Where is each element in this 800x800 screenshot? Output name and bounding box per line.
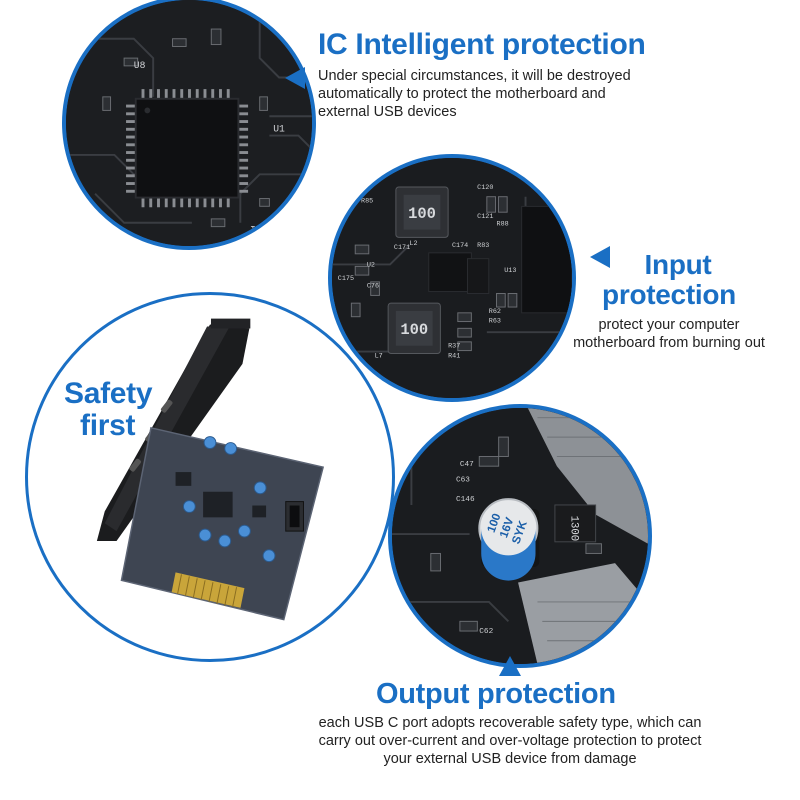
label-r85: R85 (361, 198, 373, 206)
label-x1: IX (250, 224, 262, 235)
ic-pointer-arrow (285, 67, 305, 89)
safety-card-circle (25, 292, 395, 662)
regulator-chip (428, 252, 472, 293)
controller-chip (203, 491, 233, 518)
input-desc-line: motherboard from burning out (573, 335, 765, 351)
ic-chip-illustration: U8 C40 IX U1 (66, 0, 312, 246)
ic-chip-closeup: U8 C40 IX U1 (62, 0, 316, 250)
label-c146: C146 (456, 496, 475, 504)
label-l2: L2 (409, 240, 417, 248)
label-c47: C47 (460, 461, 474, 469)
input-title-line: protection (602, 279, 736, 310)
label-c121: C121 (477, 213, 493, 221)
label-1300: 1300 (567, 516, 579, 542)
input-pcb-illustration: 100 100 C171 C174 C175 C76 R85 U1 (332, 158, 572, 398)
ic-chip (134, 97, 240, 199)
ic-desc-line: external USB devices (318, 104, 457, 120)
label-r83: R83 (477, 242, 489, 250)
input-desc-line: protect your computer (598, 317, 740, 333)
pcie-card-illustration (96, 318, 325, 621)
usb-c-port (129, 458, 142, 472)
ic-description: Under special circumstances, it will be … (318, 67, 631, 121)
cap-label-line1: 100 (485, 512, 504, 535)
inductor-bottom-label: 100 (400, 321, 428, 339)
label-r88: R88 (497, 221, 509, 229)
label-u13: U13 (504, 267, 516, 275)
output-title: Output protection (376, 678, 616, 710)
label-c175: C175 (338, 275, 354, 283)
pcb-board (120, 426, 325, 621)
output-pcb-illustration: 1300 100 16V SYK C47 C63 C146 C62 (392, 408, 648, 664)
label-r41: R41 (448, 352, 460, 360)
label-r62: R62 (489, 308, 501, 316)
safety-title: Safety first (64, 377, 153, 442)
safety-title-line: Safety (64, 377, 153, 410)
label-u8: U8 (134, 60, 146, 71)
input-title-line: Input (644, 249, 712, 280)
input-title: Input protection (584, 250, 754, 310)
usb-c-port (160, 399, 173, 413)
ic-title: IC Intelligent protection (318, 28, 646, 61)
output-desc-line: carry out over-current and over-voltage … (318, 733, 702, 749)
input-description: protect your computer motherboard from b… (556, 316, 782, 352)
input-pointer-arrow (590, 246, 610, 268)
label-c40: C40 (70, 175, 82, 194)
output-desc-line: your external USB device from damage (383, 751, 637, 767)
label-c174: C174 (452, 242, 468, 250)
safety-title-line: first (80, 409, 136, 442)
output-pointer-arrow (499, 656, 521, 676)
label-u2: U2 (367, 261, 375, 269)
output-description: each USB C port adopts recoverable safet… (300, 714, 720, 768)
label-r37: R37 (448, 343, 460, 351)
label-c171: C171 (394, 244, 410, 252)
label-c62: C62 (479, 628, 493, 636)
label-c120: C120 (477, 184, 493, 192)
label-c63: C63 (456, 477, 470, 485)
ic-desc-line: Under special circumstances, it will be … (318, 68, 631, 84)
label-l7: L7 (375, 352, 383, 360)
output-desc-line: each USB C port adopts recoverable safet… (318, 715, 702, 731)
output-protection-closeup: 1300 100 16V SYK C47 C63 C146 C62 (388, 404, 652, 668)
inductor-top-label: 100 (408, 205, 436, 223)
label-r63: R63 (489, 318, 501, 326)
ic-desc-line: automatically to protect the motherboard… (318, 86, 606, 102)
label-c76: C76 (367, 283, 379, 291)
label-u1: U1 (273, 124, 285, 135)
input-protection-closeup: 100 100 C171 C174 C175 C76 R85 U1 (328, 154, 576, 402)
